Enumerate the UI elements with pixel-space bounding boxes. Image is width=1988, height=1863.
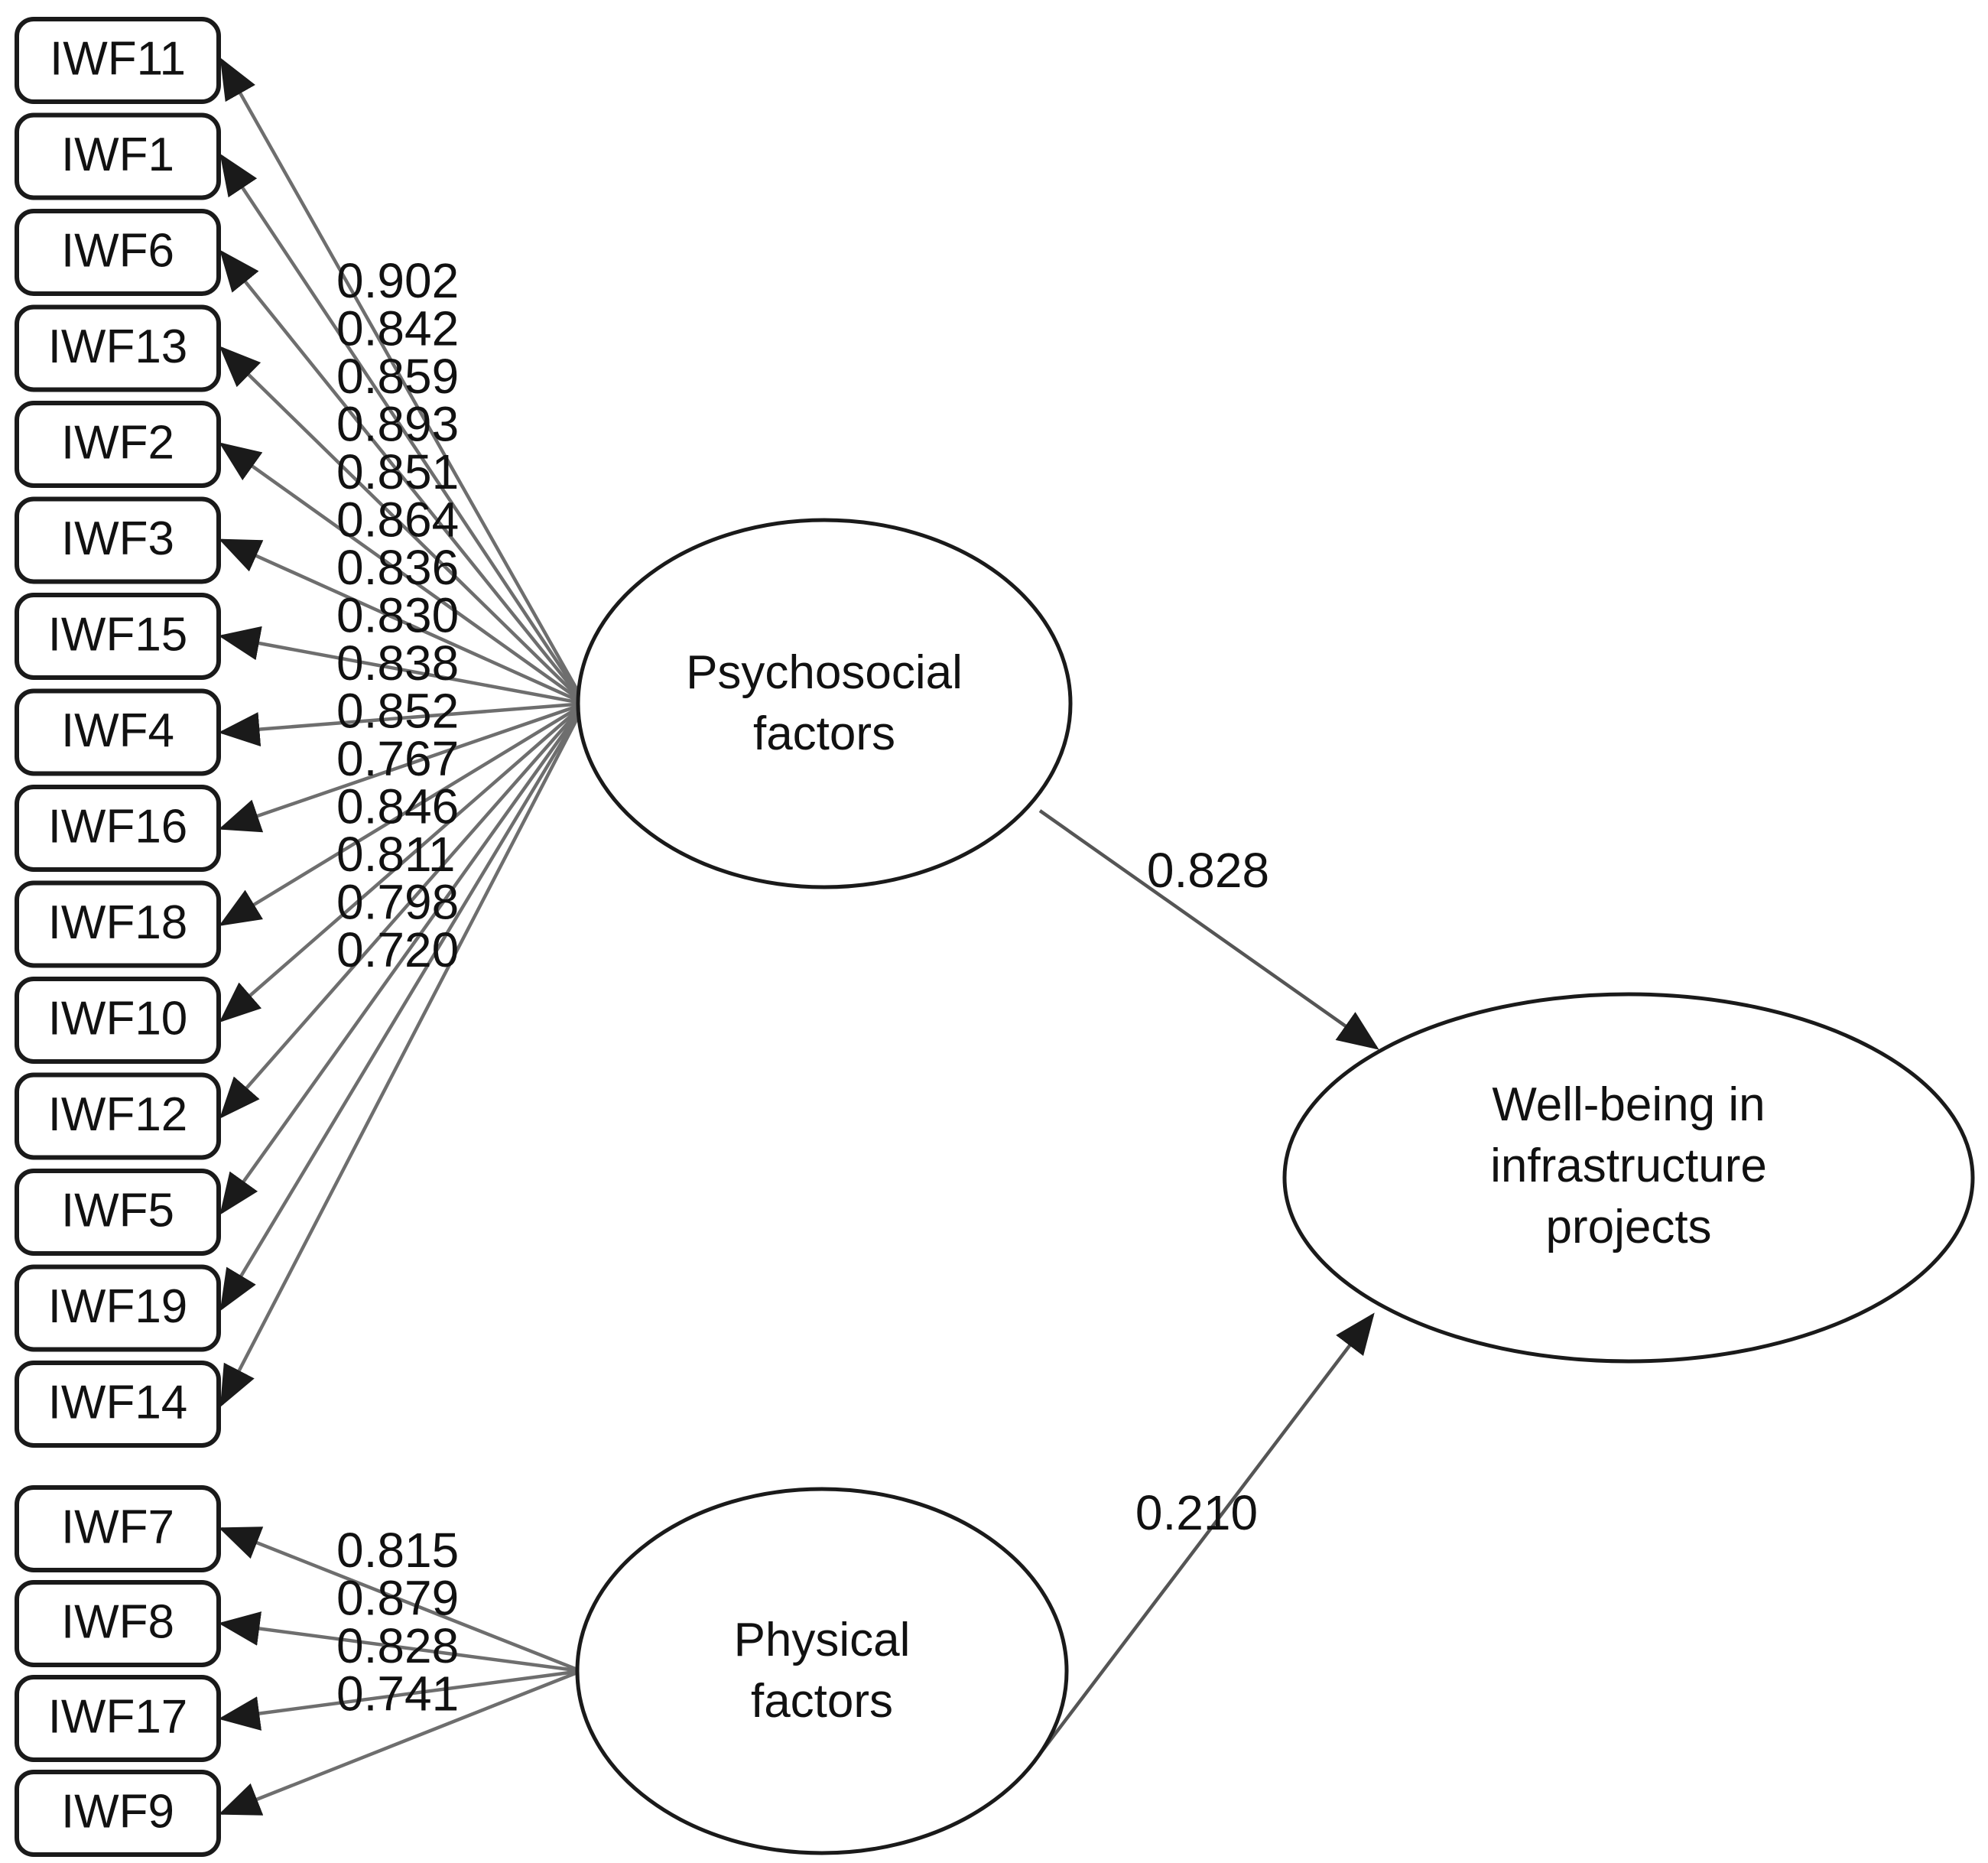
- loading-arrow-iwf17: [218, 1669, 582, 1731]
- loading-arrow-iwf3: [218, 538, 586, 706]
- indicator-label-iwf19: IWF19: [48, 1280, 188, 1333]
- indicator-box-iwf13[interactable]: [15, 304, 221, 392]
- latent-psychosocial-label-line2: factors: [753, 707, 895, 760]
- indicator-label-iwf11: IWF11: [50, 32, 186, 85]
- loading-arrow-iwf4: [218, 701, 586, 747]
- indicator-box-iwf7[interactable]: [15, 1485, 221, 1572]
- loading-value-iwf12: 0.846: [336, 779, 459, 834]
- indicator-box-iwf8[interactable]: [15, 1580, 221, 1667]
- loading-value-iwf10: 0.767: [336, 731, 459, 786]
- loading-arrow-iwf8: [218, 1611, 582, 1673]
- loading-arrow-iwf15: [218, 626, 586, 706]
- psychosocial-loading-arrows: [218, 57, 586, 1407]
- loading-arrow-iwf11: [219, 57, 586, 705]
- loading-arrow-iwf7: [218, 1526, 582, 1673]
- indicator-label-iwf8: IWF8: [61, 1595, 174, 1648]
- loading-value-iwf3: 0.864: [336, 492, 459, 547]
- loading-arrow-iwf9: [218, 1669, 582, 1816]
- indicator-label-iwf2: IWF2: [61, 416, 174, 469]
- loading-arrow-iwf10: [219, 702, 586, 1023]
- indicator-label-iwf14: IWF14: [48, 1376, 188, 1429]
- indicator-box-iwf14[interactable]: [15, 1361, 221, 1448]
- loading-arrow-iwf19: [219, 702, 586, 1312]
- latent-physical-label-line2: factors: [751, 1675, 893, 1728]
- indicator-box-iwf2[interactable]: [15, 401, 221, 488]
- indicator-label-iwf4: IWF4: [61, 704, 174, 757]
- indicator-label-iwf6: IWF6: [61, 224, 174, 277]
- latent-wellbeing-label-line1: Well-being in: [1492, 1078, 1765, 1131]
- indicator-box-iwf5[interactable]: [15, 1169, 221, 1256]
- indicator-label-iwf17: IWF17: [48, 1690, 188, 1743]
- loading-arrow-iwf1: [219, 153, 586, 705]
- psychosocial-loading-labels: 0.9020.8420.8590.8930.8510.8640.8360.830…: [336, 253, 459, 977]
- indicator-box-iwf10[interactable]: [15, 977, 221, 1064]
- path-psychosocial-to-wellbeing: [1038, 809, 1379, 1050]
- indicator-box-iwf16[interactable]: [15, 785, 221, 872]
- indicator-label-iwf18: IWF18: [48, 896, 188, 949]
- loading-arrow-iwf16: [218, 701, 586, 833]
- indicator-box-iwf1[interactable]: [15, 112, 221, 200]
- loading-value-iwf2: 0.851: [336, 444, 459, 499]
- latent-psychosocial[interactable]: [576, 518, 1073, 889]
- indicator-label-iwf16: IWF16: [48, 800, 188, 853]
- psychosocial-indicator-boxes: IWF11IWF1IWF6IWF13IWF2IWF3IWF15IWF4IWF16…: [15, 17, 221, 1448]
- loading-value-iwf11: 0.902: [336, 253, 459, 308]
- loading-value-iwf9: 0.741: [336, 1666, 459, 1721]
- loading-value-iwf17: 0.828: [336, 1618, 459, 1673]
- indicator-box-iwf3[interactable]: [15, 496, 221, 584]
- loading-value-iwf19: 0.798: [336, 874, 459, 929]
- indicator-box-iwf18[interactable]: [15, 880, 221, 968]
- indicator-box-iwf12[interactable]: [15, 1072, 221, 1160]
- path-coefficient-psychosocial: 0.828: [1147, 843, 1269, 898]
- loading-arrow-iwf13: [219, 346, 586, 705]
- loading-value-iwf1: 0.842: [336, 301, 459, 356]
- indicator-box-iwf17[interactable]: [15, 1675, 221, 1762]
- indicator-label-iwf3: IWF3: [61, 512, 174, 565]
- indicator-box-iwf9[interactable]: [15, 1770, 221, 1857]
- loading-value-iwf15: 0.836: [336, 540, 459, 595]
- loading-arrow-iwf12: [219, 702, 586, 1119]
- path-coefficient-physical: 0.210: [1135, 1485, 1258, 1540]
- indicator-label-iwf9: IWF9: [61, 1785, 174, 1838]
- loading-value-iwf14: 0.720: [336, 922, 459, 977]
- loading-arrow-iwf14: [219, 702, 586, 1407]
- latent-wellbeing-label-line2: infrastructure: [1490, 1140, 1767, 1192]
- loading-arrow-iwf2: [219, 442, 586, 705]
- indicator-label-iwf1: IWF1: [61, 128, 174, 181]
- loading-arrow-iwf18: [219, 702, 586, 926]
- latent-wellbeing[interactable]: [1282, 992, 1975, 1364]
- indicator-box-iwf4[interactable]: [15, 688, 221, 776]
- indicator-box-iwf19[interactable]: [15, 1264, 221, 1352]
- latent-physical[interactable]: [575, 1487, 1069, 1855]
- latent-physical-label-line1: Physical: [734, 1614, 911, 1666]
- path-physical-to-wellbeing: [1035, 1312, 1375, 1761]
- loading-arrow-iwf5: [219, 702, 586, 1215]
- physical-loading-arrows: [218, 1526, 582, 1816]
- indicator-label-iwf5: IWF5: [61, 1184, 174, 1237]
- loading-value-iwf5: 0.811: [336, 827, 455, 882]
- indicator-box-iwf6[interactable]: [15, 209, 221, 296]
- indicator-label-iwf12: IWF12: [48, 1088, 188, 1141]
- latent-wellbeing-label-line3: projects: [1545, 1201, 1711, 1253]
- indicator-label-iwf7: IWF7: [61, 1500, 174, 1553]
- indicator-label-iwf10: IWF10: [48, 992, 188, 1045]
- indicator-label-iwf15: IWF15: [48, 608, 188, 661]
- loading-value-iwf7: 0.815: [336, 1523, 459, 1578]
- loading-value-iwf8: 0.879: [336, 1570, 459, 1625]
- loading-value-iwf4: 0.830: [336, 587, 459, 642]
- indicator-box-iwf15[interactable]: [15, 593, 221, 680]
- loading-arrow-iwf6: [219, 249, 586, 705]
- loading-value-iwf13: 0.893: [336, 396, 459, 451]
- indicator-label-iwf13: IWF13: [48, 320, 188, 373]
- loading-value-iwf18: 0.852: [336, 683, 459, 738]
- loading-value-iwf16: 0.838: [336, 636, 459, 691]
- indicator-box-iwf11[interactable]: [15, 17, 221, 104]
- loading-value-iwf6: 0.859: [336, 349, 459, 404]
- latent-psychosocial-label-line1: Psychosocial: [686, 646, 963, 699]
